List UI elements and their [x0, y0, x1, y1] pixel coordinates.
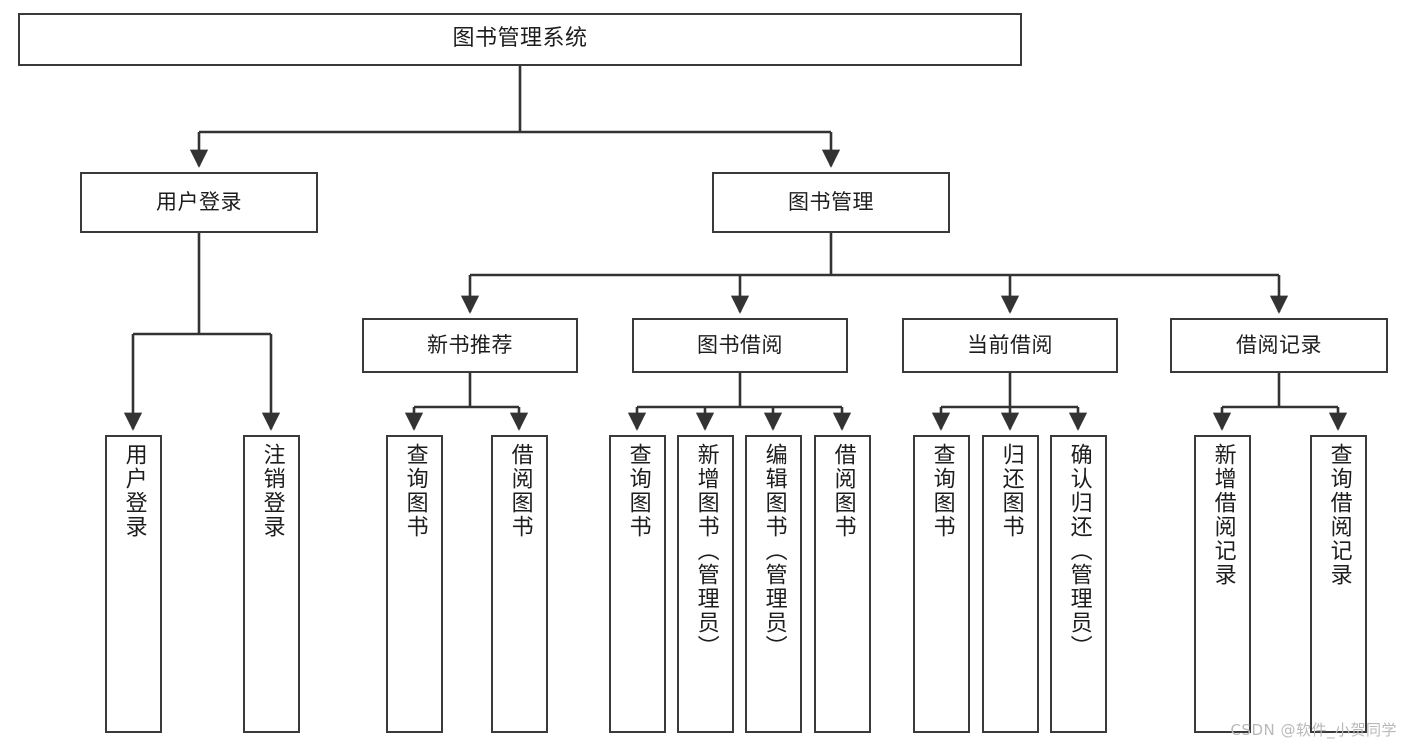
- node-new-book-recommend-label: 新书推荐: [427, 332, 513, 357]
- node-book-manage-label: 图书管理: [788, 189, 874, 214]
- node-user-login-label: 用户登录: [156, 189, 242, 214]
- node-user-login[interactable]: 用户登录: [80, 172, 318, 233]
- node-leaf-logout-login[interactable]: 注销登录: [243, 435, 300, 733]
- node-current-borrow[interactable]: 当前借阅: [902, 318, 1118, 373]
- node-leaf-add-record[interactable]: 新增借阅记录: [1194, 435, 1251, 733]
- node-leaf-query-book-2-label: 查询图书: [625, 443, 651, 539]
- node-borrow-record[interactable]: 借阅记录: [1170, 318, 1388, 373]
- node-leaf-borrow-book-1[interactable]: 借阅图书: [491, 435, 548, 733]
- node-leaf-user-login-label: 用户登录: [121, 443, 147, 539]
- node-root[interactable]: 图书管理系统: [18, 13, 1022, 66]
- node-root-label: 图书管理系统: [452, 26, 588, 52]
- node-current-borrow-label: 当前借阅: [967, 332, 1053, 357]
- node-leaf-confirm-return[interactable]: 确认归还（管理员）: [1050, 435, 1107, 733]
- node-new-book-recommend[interactable]: 新书推荐: [362, 318, 578, 373]
- node-book-borrow[interactable]: 图书借阅: [632, 318, 848, 373]
- node-leaf-borrow-book-2[interactable]: 借阅图书: [814, 435, 871, 733]
- node-leaf-return-book[interactable]: 归还图书: [982, 435, 1039, 733]
- node-leaf-borrow-book-1-label: 借阅图书: [507, 443, 533, 539]
- node-leaf-add-book[interactable]: 新增图书（管理员）: [677, 435, 734, 733]
- node-leaf-query-book-3[interactable]: 查询图书: [913, 435, 970, 733]
- node-leaf-logout-login-label: 注销登录: [259, 443, 285, 539]
- node-leaf-add-record-label: 新增借阅记录: [1210, 443, 1236, 587]
- node-leaf-return-book-label: 归还图书: [998, 443, 1024, 539]
- node-borrow-record-label: 借阅记录: [1236, 332, 1322, 357]
- node-leaf-query-book-1-label: 查询图书: [402, 443, 428, 539]
- node-leaf-edit-book-label: 编辑图书（管理员）: [761, 443, 787, 659]
- node-leaf-add-book-label: 新增图书（管理员）: [693, 443, 719, 659]
- node-leaf-query-book-1[interactable]: 查询图书: [386, 435, 443, 733]
- node-leaf-query-record[interactable]: 查询借阅记录: [1310, 435, 1367, 733]
- node-leaf-user-login[interactable]: 用户登录: [105, 435, 162, 733]
- node-leaf-borrow-book-2-label: 借阅图书: [830, 443, 856, 539]
- node-leaf-edit-book[interactable]: 编辑图书（管理员）: [745, 435, 802, 733]
- node-leaf-confirm-return-label: 确认归还（管理员）: [1066, 443, 1092, 659]
- node-leaf-query-book-3-label: 查询图书: [929, 443, 955, 539]
- node-book-manage[interactable]: 图书管理: [712, 172, 950, 233]
- node-leaf-query-record-label: 查询借阅记录: [1326, 443, 1352, 587]
- node-book-borrow-label: 图书借阅: [697, 332, 783, 357]
- node-leaf-query-book-2[interactable]: 查询图书: [609, 435, 666, 733]
- watermark: CSDN @软件_小贺同学: [1230, 721, 1397, 739]
